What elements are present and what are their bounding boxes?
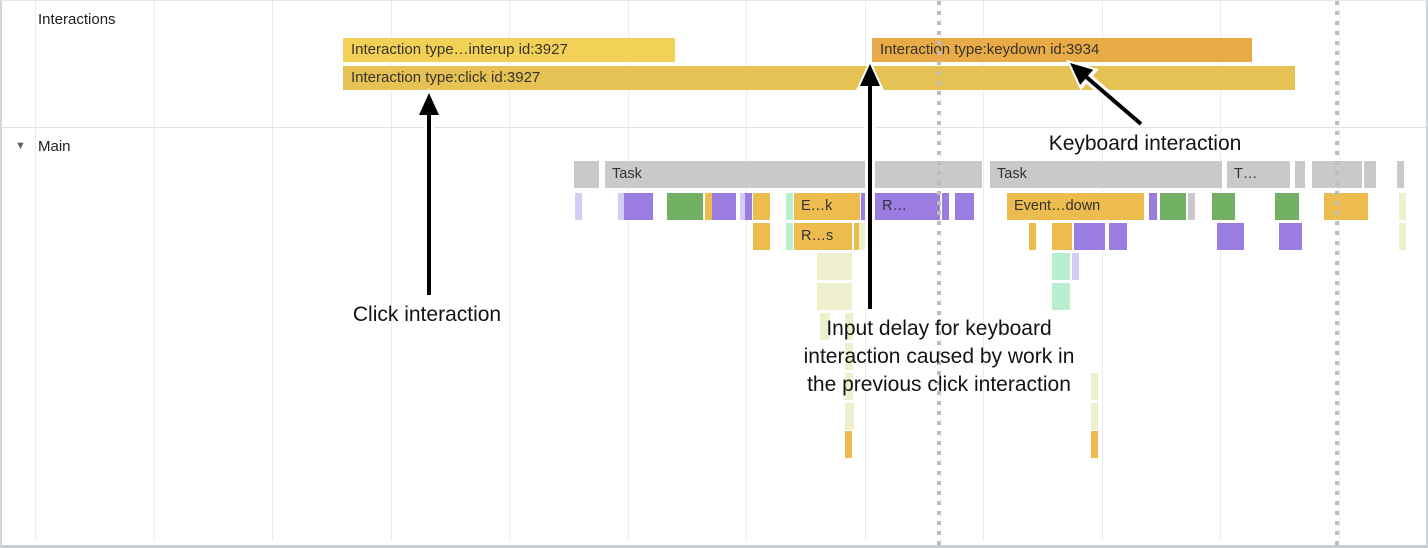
- flame-bar[interactable]: [1072, 253, 1079, 280]
- flame-bar[interactable]: [1160, 193, 1186, 220]
- flame-bar[interactable]: [740, 193, 747, 220]
- vertical-gridline: [35, 1, 36, 541]
- annotation-input-delay-line: Input delay for keyboard: [826, 317, 1052, 340]
- flame-bar[interactable]: [705, 193, 712, 220]
- flame-bar[interactable]: [1052, 253, 1070, 280]
- flame-bar[interactable]: R…s: [794, 223, 852, 250]
- vertical-gridline: [272, 1, 273, 541]
- annotation-input-delay: Input delay for keyboard interaction caus…: [804, 315, 1075, 399]
- flame-bar[interactable]: R…: [875, 193, 940, 220]
- flame-bar[interactable]: [845, 431, 852, 458]
- flame-bar[interactable]: [624, 193, 653, 220]
- flame-bar[interactable]: Event…down: [1007, 193, 1144, 220]
- flame-bar[interactable]: [667, 193, 703, 220]
- vertical-gridline: [154, 1, 155, 541]
- interaction-bar[interactable]: Interaction type…interup id:3927: [343, 38, 675, 62]
- flame-bar[interactable]: [845, 373, 853, 400]
- flame-bar[interactable]: [618, 193, 625, 220]
- annotation-input-delay-line: the previous click interaction: [807, 373, 1071, 396]
- vertical-gridline: [628, 1, 629, 541]
- flame-bar[interactable]: [1109, 223, 1127, 250]
- timing-marker-dotted-line: [937, 1, 941, 545]
- vertical-gridline: [1102, 1, 1103, 541]
- task-bar[interactable]: [1318, 161, 1362, 188]
- track-separator: [2, 127, 1426, 128]
- flame-bar[interactable]: [1091, 403, 1098, 430]
- task-bar[interactable]: [1295, 161, 1305, 188]
- main-track-label[interactable]: Main: [38, 138, 71, 155]
- task-bar[interactable]: [1369, 161, 1376, 188]
- flame-bar[interactable]: [786, 223, 793, 250]
- flame-bar[interactable]: [845, 313, 853, 340]
- annotation-keyboard-interaction: Keyboard interaction: [1048, 132, 1242, 155]
- flame-bar[interactable]: [817, 253, 852, 280]
- flame-bar[interactable]: [845, 403, 854, 430]
- annotation-click-interaction: Click interaction: [352, 303, 502, 326]
- flame-bar[interactable]: [845, 343, 853, 370]
- flame-bar[interactable]: [1052, 283, 1070, 310]
- annotation-arrow: [419, 93, 439, 115]
- task-bar[interactable]: T…: [1227, 161, 1290, 188]
- collapse-triangle-icon[interactable]: ▼: [15, 140, 26, 152]
- flame-bar[interactable]: [955, 193, 974, 220]
- flame-bar[interactable]: [753, 223, 770, 250]
- task-bar[interactable]: [1188, 193, 1195, 220]
- flame-bar[interactable]: [1091, 431, 1098, 458]
- flame-bar[interactable]: [712, 193, 736, 220]
- flame-bar[interactable]: [820, 313, 830, 340]
- vertical-gridline: [983, 1, 984, 541]
- vertical-gridline: [746, 1, 747, 541]
- flame-bar[interactable]: [859, 223, 866, 250]
- flame-bar[interactable]: E…k: [794, 193, 860, 220]
- interactions-track-label: Interactions: [38, 11, 116, 28]
- flame-bar[interactable]: [1212, 193, 1235, 220]
- timing-marker-dotted-line: [1335, 1, 1339, 545]
- vertical-gridline: [509, 1, 510, 541]
- task-bar[interactable]: Task: [605, 161, 982, 188]
- flame-bar[interactable]: [1279, 223, 1302, 250]
- flame-bar[interactable]: [817, 283, 852, 310]
- flame-bar[interactable]: [1052, 223, 1072, 250]
- flame-bar[interactable]: [786, 193, 793, 220]
- interaction-bar[interactable]: Interaction type:click id:3927: [343, 66, 1295, 90]
- flame-bar[interactable]: [1029, 223, 1036, 250]
- flame-bar[interactable]: [745, 193, 752, 220]
- flame-bar[interactable]: [1275, 193, 1299, 220]
- flame-bar[interactable]: [1074, 223, 1105, 250]
- annotation-input-delay-line: interaction caused by work in: [803, 345, 1075, 368]
- flame-bar[interactable]: [753, 193, 770, 220]
- flame-bar[interactable]: [1149, 193, 1157, 220]
- flame-bar[interactable]: [1217, 223, 1244, 250]
- flame-bar[interactable]: [575, 193, 582, 220]
- vertical-gridline: [1339, 1, 1340, 541]
- flame-bar[interactable]: [861, 193, 868, 220]
- task-bar[interactable]: [1397, 161, 1404, 188]
- flame-bar[interactable]: [942, 193, 949, 220]
- flame-bar[interactable]: [1399, 223, 1406, 250]
- task-bar[interactable]: [1364, 161, 1371, 188]
- task-bar[interactable]: Task: [990, 161, 1222, 188]
- flame-bar[interactable]: [1399, 193, 1406, 220]
- vertical-gridline: [1220, 1, 1221, 541]
- flame-bar[interactable]: [1324, 193, 1368, 220]
- flame-bar[interactable]: [854, 223, 861, 250]
- interaction-bar[interactable]: Interaction type:keydown id:3934: [872, 38, 1252, 62]
- annotation-arrow: [415, 88, 443, 119]
- task-bar[interactable]: [1312, 161, 1319, 188]
- task-bar[interactable]: [574, 161, 599, 188]
- flame-bar[interactable]: [1091, 373, 1098, 400]
- vertical-gridline: [391, 1, 392, 541]
